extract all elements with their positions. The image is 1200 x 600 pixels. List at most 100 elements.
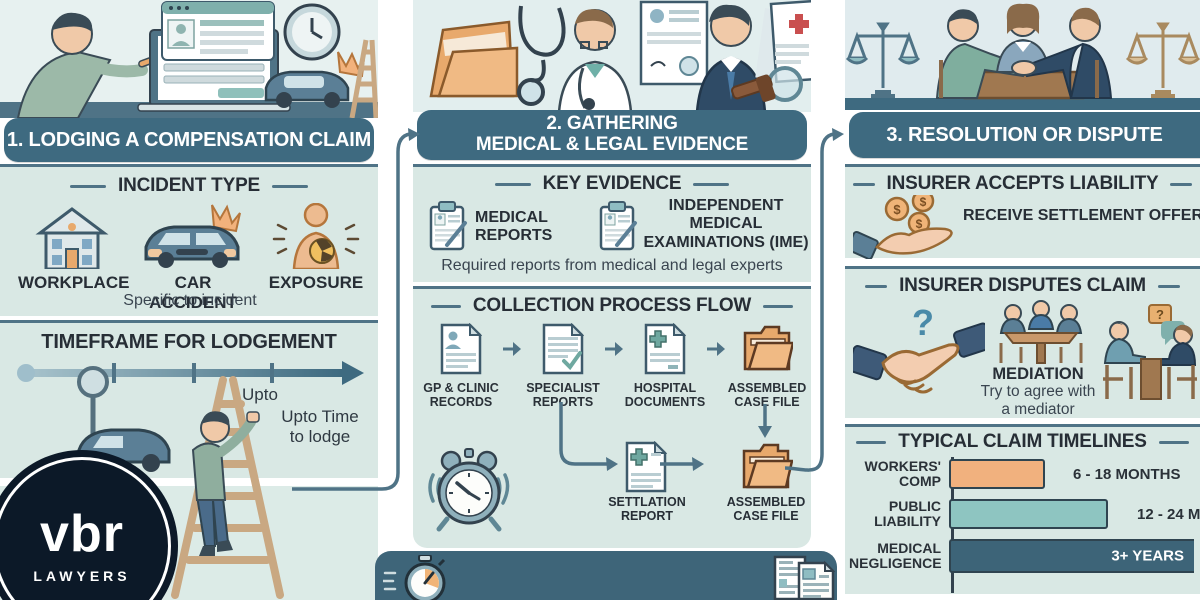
section2-title-line1: 2. GATHERING xyxy=(546,113,678,135)
evidence-illustration xyxy=(413,0,811,112)
collection-flow-panel: COLLECTION PROCESS FLOW GP & CLINIC RECO… xyxy=(413,286,811,548)
settlement-meeting-illustration xyxy=(845,3,1200,110)
flow-sub-step2-label: ASSEMBLED CASE FILE xyxy=(726,495,806,524)
ladder-icon xyxy=(171,376,284,599)
chart-value-label-inside: 3+ YEARS xyxy=(1111,547,1184,565)
section2-title-line2: MEDICAL & LEGAL EVIDENCE xyxy=(475,134,749,155)
settlement-report-document-icon xyxy=(625,441,667,493)
flow-arrow-icon xyxy=(503,323,521,375)
chart-category-label: MEDICAL NEGLIGENCE xyxy=(849,539,942,571)
flow-step-label: GP & CLINIC RECORDS xyxy=(423,381,499,410)
chart-row-workers-comp: WORKERS' COMP xyxy=(849,458,1194,490)
incident-label-workplace: WORKPLACE xyxy=(18,273,130,292)
bottom-strip xyxy=(375,551,837,600)
section1-title-banner: 1. LODGING A COMPENSATION CLAIM xyxy=(4,118,374,162)
logo-ring xyxy=(0,457,171,600)
disputes-heading-row: INSURER DISPUTES CLAIM xyxy=(845,275,1200,297)
collection-flow-heading: COLLECTION PROCESS FLOW xyxy=(472,295,752,316)
flow-arrow-icon xyxy=(605,323,623,375)
flow-arrow-icon xyxy=(707,323,725,375)
incident-type-heading: INCIDENT TYPE xyxy=(117,175,261,196)
flow-step-label: HOSPITAL DOCUMENTS xyxy=(624,381,706,410)
accepts-heading: INSURER ACCEPTS LIABILITY xyxy=(886,173,1159,194)
mediation-table-icon xyxy=(999,300,1083,364)
mediation-label: MEDIATION xyxy=(992,365,1084,383)
medical-negligence-bar: 3+ YEARS xyxy=(949,539,1194,573)
timeframe-heading-row: TIMEFRAME FOR LODGEMENT xyxy=(0,331,378,354)
flow-step-assembled-case-file: ASSEMBLED CASE FILE xyxy=(725,323,809,410)
heading-dash xyxy=(69,184,106,188)
heading-dash xyxy=(272,184,309,188)
claim-timelines-panel: TYPICAL CLAIM TIMELINES WORKERS' COMP 6 … xyxy=(845,424,1200,594)
gp-record-document-icon xyxy=(440,323,482,375)
specialist-report-document-icon xyxy=(542,323,584,375)
scales-of-justice-icon xyxy=(845,22,921,98)
person-filling-form-illustration xyxy=(0,0,378,118)
timeline-label-upto: Upto xyxy=(242,385,278,404)
ladder-icon xyxy=(349,39,378,118)
incident-item-exposure: EXPOSURE xyxy=(264,203,368,293)
heading-dash xyxy=(430,304,461,308)
heading-dash xyxy=(865,284,888,288)
mediation-note-line1: Try to agree with xyxy=(980,383,1096,400)
chart-row-public-liability: PUBLIC LIABILITY xyxy=(849,498,1194,530)
workplace-building-icon xyxy=(35,207,109,269)
svg-text:$: $ xyxy=(893,202,901,217)
heading-dash xyxy=(856,440,887,444)
disputes-claim-panel: INSURER DISPUTES CLAIM ? MEDIATION Try t… xyxy=(845,266,1200,418)
accepts-heading-row: INSURER ACCEPTS LIABILITY xyxy=(845,173,1200,195)
certificate-icon xyxy=(639,0,709,86)
timeframe-heading: TIMEFRAME FOR LODGEMENT xyxy=(41,331,337,353)
car-crash-icon xyxy=(144,204,241,268)
timelines-heading-row: TYPICAL CLAIM TIMELINES xyxy=(845,431,1200,453)
incident-label-exposure: EXPOSURE xyxy=(268,273,364,292)
resolution-illustration xyxy=(845,0,1200,110)
chart-value-label: 6 - 18 MONTHS xyxy=(1073,466,1181,483)
alarm-clock-icon xyxy=(428,448,510,532)
workers-comp-bar xyxy=(949,459,1045,490)
section3-title: 3. RESOLUTION OR DISPUTE xyxy=(886,124,1163,146)
svg-text:?: ? xyxy=(912,302,934,343)
accepts-liability-panel: INSURER ACCEPTS LIABILITY $ $ $ RECEIVE … xyxy=(845,164,1200,259)
ime-clipboard-icon xyxy=(599,201,637,251)
section2-title-banner: 2. GATHERING MEDICAL & LEGAL EVIDENCE xyxy=(417,110,807,160)
flow-step-label: SPECIALIST REPORTS xyxy=(526,381,600,410)
svg-text:$: $ xyxy=(920,195,927,209)
chart-category-label: WORKERS' COMP xyxy=(864,458,941,490)
key-evidence-item1: MEDICAL REPORTS xyxy=(475,209,553,245)
folders-icon xyxy=(429,20,519,98)
flow-step-hospital-documents: HOSPITAL DOCUMENTS xyxy=(623,323,707,410)
man-on-ladder-illustration xyxy=(77,366,284,599)
bar-track xyxy=(949,499,1194,530)
negotiation-table-icon: ? xyxy=(1103,304,1197,400)
exposure-radiation-icon xyxy=(272,203,360,269)
scales-of-justice-icon xyxy=(1125,22,1200,98)
flow-step-gp-records: GP & CLINIC RECORDS xyxy=(419,323,503,410)
heading-dash xyxy=(1170,182,1193,186)
flow-step-specialist-reports: SPECIALIST REPORTS xyxy=(521,323,605,410)
section3-title-banner: 3. RESOLUTION OR DISPUTE xyxy=(849,112,1200,158)
accepts-label: RECEIVE SETTLEMENT OFFER xyxy=(963,207,1200,224)
bar-track: 3+ YEARS xyxy=(949,539,1194,573)
doctor-icon xyxy=(557,9,633,112)
flow-step-label: ASSEMBLED CASE FILE xyxy=(727,381,807,410)
key-evidence-heading: KEY EVIDENCE xyxy=(542,173,682,194)
heading-dash xyxy=(1158,440,1189,444)
mediation-note-line2: a mediator xyxy=(1001,401,1075,418)
flow-sub-step1-label: SETTLATION REPORT xyxy=(608,495,686,524)
incident-note: Specific to incident xyxy=(123,292,257,309)
incident-label-car-accident: CAR ACCIDENT xyxy=(149,273,237,312)
lodging-claim-illustration xyxy=(0,0,378,118)
chart-row-medical-negligence: MEDICAL NEGLIGENCE 3+ YEARS xyxy=(849,539,1194,573)
hand-with-coins-icon: $ $ $ xyxy=(853,195,953,259)
chart-value-label: 12 - 24 MONTHS xyxy=(1137,506,1200,523)
heading-dash xyxy=(693,182,730,186)
svg-text:$: $ xyxy=(916,217,923,231)
incident-item-workplace: WORKPLACE xyxy=(18,203,130,293)
medical-legal-illustration xyxy=(429,0,811,112)
section1-title: 1. LODGING A COMPENSATION CLAIM xyxy=(6,129,372,151)
incident-item-car-accident: CAR ACCIDENT xyxy=(132,203,254,313)
lawyer-icon xyxy=(695,4,767,112)
collection-flow-steps: GP & CLINIC RECORDS SPECIALIST REPORTS xyxy=(419,323,809,410)
